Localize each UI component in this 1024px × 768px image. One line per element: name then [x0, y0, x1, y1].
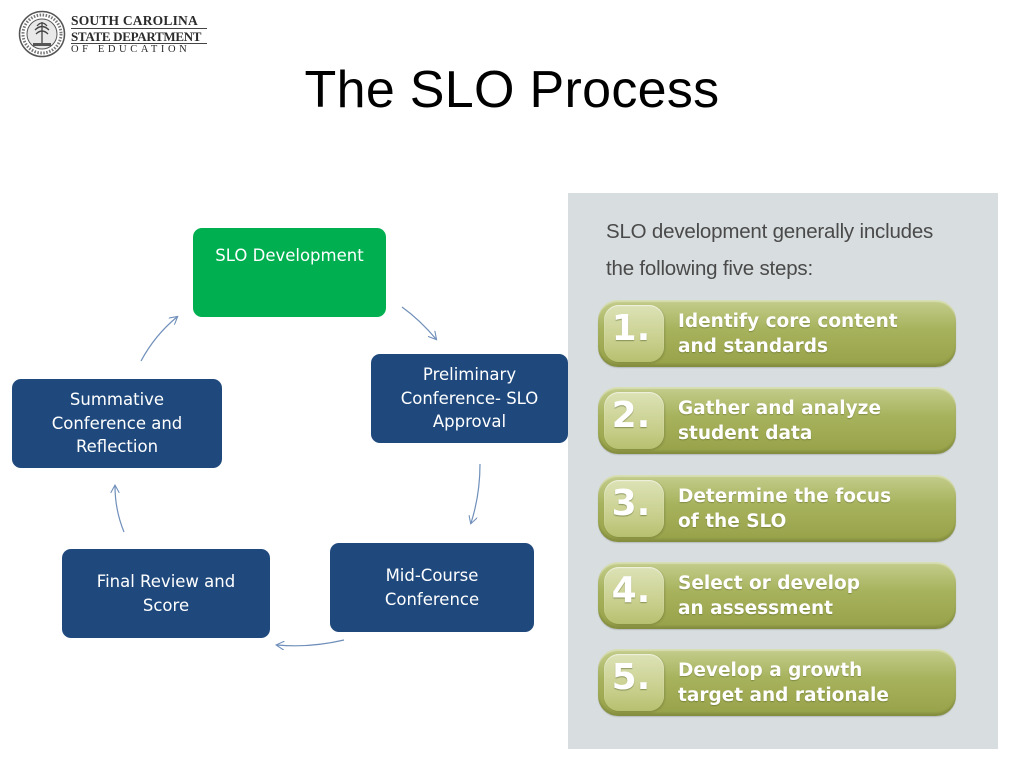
slo-steps-panel: SLO development generally includes the f…	[568, 193, 998, 749]
step-number: 3.	[611, 483, 651, 524]
step-text-line: Develop a growth	[678, 660, 863, 681]
box-label-line: SLO Development	[215, 246, 364, 265]
step-text-line: of the SLO	[678, 511, 787, 532]
arrow-development-to-preliminary	[401, 306, 436, 339]
step-number-badge	[604, 480, 664, 537]
step-2: 2. Gather and analyze student data	[598, 387, 956, 454]
arrow-midcourse-to-final-review	[277, 639, 345, 646]
slo-development-box: SLO Development	[193, 228, 386, 317]
step-number-badge	[604, 654, 664, 711]
step-number: 1.	[611, 308, 651, 349]
box-label-line: Preliminary	[422, 365, 517, 385]
arrow-summative-to-development	[140, 317, 177, 362]
step-number-badge	[604, 305, 664, 362]
heading-line: SLO development generally includes	[606, 220, 934, 243]
box-label-line: Mid-Course	[385, 566, 479, 585]
step-description: Develop a growth target and rationale	[678, 658, 948, 708]
heading-line: the following five steps:	[606, 257, 813, 280]
step-1: 1. Identify core content and standards	[598, 300, 956, 367]
step-description: Select or develop an assessment	[678, 571, 948, 621]
step-text-line: student data	[678, 423, 813, 444]
step-number-badge	[604, 567, 664, 624]
logo-line-of-education: OF EDUCATION	[71, 44, 191, 55]
step-number: 2.	[611, 395, 651, 436]
logo-divider	[71, 43, 207, 44]
box-label-line: Conference and	[51, 413, 183, 433]
step-3: 3. Determine the focus of the SLO	[598, 475, 956, 542]
box-label-line: Score	[142, 595, 190, 615]
step-number: 4.	[611, 570, 651, 611]
page-title: The SLO Process	[304, 61, 720, 119]
box-label-line: Final Review and	[96, 572, 236, 591]
box-label-line: Approval	[432, 412, 507, 432]
step-4: 4. Select or develop an assessment	[598, 562, 956, 629]
step-description: Identify core content and standards	[678, 309, 948, 359]
preliminary-conference-box: Preliminary Conference- SLO Approval	[371, 354, 568, 443]
step-number: 5.	[611, 657, 651, 698]
sc-department-of-education-logo: SOUTH CAROLINA STATE DEPARTMENT OF EDUCA…	[18, 10, 208, 58]
step-5: 5. Develop a growth target and rationale	[598, 649, 956, 716]
arrow-preliminary-to-midcourse	[471, 463, 481, 523]
step-text-line: Select or develop	[678, 573, 860, 594]
logo-line-state-department: STATE DEPARTMENT	[71, 29, 202, 44]
box-label-line: Summative	[69, 390, 165, 410]
step-text-line: Identify core content	[678, 311, 898, 332]
step-text-line: Determine the focus	[678, 486, 892, 507]
step-text-line: and standards	[678, 336, 828, 357]
steps-panel-heading: SLO development generally includes the f…	[606, 213, 986, 287]
box-label-line: Conference- SLO	[400, 388, 539, 408]
logo-line-south-carolina: SOUTH CAROLINA	[71, 13, 198, 28]
step-description: Gather and analyze student data	[678, 396, 948, 446]
final-review-box: Final Review and Score	[62, 549, 270, 638]
logo-divider	[71, 28, 207, 29]
box-label-line: Reflection	[75, 437, 159, 457]
step-text-line: an assessment	[678, 598, 834, 619]
step-text-line: target and rationale	[678, 685, 889, 706]
mid-course-conference-box: Mid-Course Conference	[330, 543, 534, 632]
arrow-final-review-to-summative	[115, 486, 125, 533]
step-number-badge	[604, 392, 664, 449]
state-seal-icon	[18, 10, 66, 58]
step-text-line: Gather and analyze	[678, 398, 881, 419]
step-description: Determine the focus of the SLO	[678, 484, 948, 534]
summative-conference-box: Summative Conference and Reflection	[12, 379, 222, 468]
box-label-line: Conference	[384, 589, 480, 609]
